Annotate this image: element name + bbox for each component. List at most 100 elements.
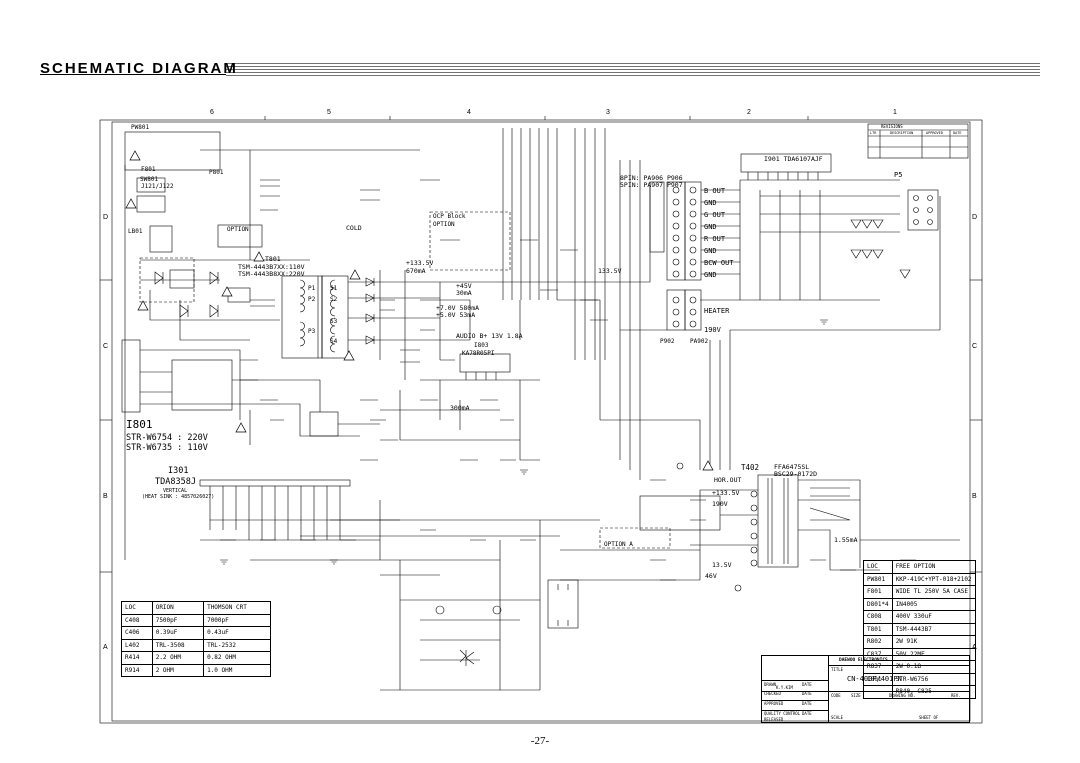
drawn-by: K.Y.KIM [776, 685, 793, 690]
label-s3: S3 [330, 318, 338, 325]
label-vertical: VERTICAL [163, 488, 188, 494]
rev-label: REV. [951, 693, 961, 698]
table-cell: 7000pF [203, 613, 271, 627]
free-table-header: LOC FREE OPTION [863, 560, 976, 574]
table-cell: R802 [863, 635, 893, 649]
label-rev-desc: DESCRIPTION [890, 131, 914, 135]
label-v133-t402: +133.5V [712, 489, 740, 497]
label-i301: I301 [168, 466, 189, 476]
scale-label: SCALE [831, 715, 844, 720]
label-s4: S4 [330, 338, 338, 345]
label-ka78r05: KA78R05PI [462, 350, 495, 357]
label-gnd-2: GND [704, 223, 717, 231]
company-name: DAEWOO ELECTRONICS [839, 658, 888, 663]
label-rev-ltr: LTR [870, 131, 877, 135]
page-title: SCHEMATIC DIAGRAM [40, 60, 238, 77]
grid-col-2: 2 [747, 109, 751, 116]
grid-row-b-left: B [103, 493, 108, 500]
table-row: C408 7500pF 7000pF [121, 613, 271, 627]
label-revisions: REVISIONS [881, 124, 903, 129]
grid-row-a-left: A [103, 644, 108, 651]
label-i803: I803 [474, 342, 489, 349]
option-a-block [599, 527, 671, 549]
label-b-out: B OUT [704, 187, 726, 195]
label-f801: F801 [141, 166, 156, 173]
table-cell: C808 [863, 610, 893, 624]
label-190v: 190V [704, 326, 721, 334]
table-cell: 2.2 OHM [151, 651, 205, 665]
label-lb01: LB01 [128, 228, 143, 235]
table-cell: TRL-3508 [151, 638, 205, 652]
label-p3: P3 [308, 328, 316, 335]
table-cell: L402 [121, 638, 153, 652]
table-cell: 0.39uF [151, 626, 205, 640]
table-cell: 0.82 OHM [203, 651, 271, 665]
grid-row-d-right: D [972, 214, 978, 221]
table-cell: 2 OHM [151, 663, 205, 677]
p5-connector [907, 189, 939, 231]
label-cold: COLD [346, 224, 362, 232]
label-bsc: BSC29-0172D [774, 470, 818, 478]
i801-ic [121, 339, 141, 413]
date-label: DATE [802, 682, 812, 687]
label-p801: P801 [209, 169, 224, 176]
label-v133: +133.5V [406, 259, 434, 267]
table-cell: C408 [121, 613, 153, 627]
label-5pin: 5PIN: PA907 P907 [620, 181, 683, 189]
label-i801-big: I801 [126, 418, 153, 431]
title-underline [40, 74, 226, 75]
label-rev-approved: APPROVED [926, 131, 943, 135]
table-cell: D801*4 [863, 597, 893, 611]
label-ma30: 30mA [456, 289, 472, 297]
label-gnd-1: GND [704, 199, 717, 207]
label-t801-a: TSM-4443B7XX:110V [238, 263, 305, 271]
title-hatch-bar [226, 62, 1040, 76]
table-cell: PW801 [863, 572, 893, 586]
quality-label: QUALITY CONTROL [764, 711, 801, 716]
label-r-out: R OUT [704, 235, 726, 243]
drawn-label: DRAWN [764, 682, 777, 687]
label-str-220: STR-W6754 : 220V [126, 433, 208, 443]
table-cell: TSM-4443B7 [891, 622, 976, 636]
label-ocp-block: OCP Block [433, 213, 466, 220]
grid-col-5: 5 [327, 109, 331, 116]
label-p902: P902 [660, 338, 675, 345]
released-label: RELEASED [764, 717, 784, 722]
table-cell: KKP-419C+YPT-018+2102 [891, 572, 976, 586]
date-label: DATE [802, 691, 812, 696]
table-cell: 400V 330uF [891, 610, 976, 624]
label-46v: 46V [705, 572, 717, 580]
table-cell: R414 [121, 651, 153, 665]
table-cell: F801 [863, 585, 893, 599]
table-cell: 2W 91K [891, 635, 976, 649]
free-header-cell: LOC [863, 560, 893, 574]
t402-fbt [757, 474, 799, 568]
label-pw801: PW801 [131, 124, 150, 131]
label-gnd-3: GND [704, 247, 717, 255]
label-pa902: PA902 [690, 338, 709, 345]
label-v45: +45V [456, 282, 472, 290]
approved-label: APPROVED [764, 701, 784, 706]
crt-table-header: LOC ORION THOMSON CRT [121, 601, 271, 615]
label-p1: P1 [308, 285, 316, 292]
p902-connector [666, 289, 686, 331]
crt-header-cell: LOC [121, 601, 153, 615]
label-ma300: 300mA [450, 404, 470, 412]
label-sw801: SW801 [140, 176, 159, 183]
table-cell: C406 [121, 626, 153, 640]
crt-header-cell: ORION [151, 601, 205, 615]
title-block: DAEWOO ELECTRONICS TITLE CN-400F/401FN D… [761, 655, 970, 723]
label-v133-right: 133.5V [598, 267, 622, 275]
label-t801: T801 [265, 255, 281, 263]
checked-label: CHECKED [764, 691, 781, 696]
grid-col-4: 4 [467, 109, 471, 116]
label-1-55ma: 1.55mA [834, 536, 858, 544]
grid-row-d-left: D [103, 214, 109, 221]
